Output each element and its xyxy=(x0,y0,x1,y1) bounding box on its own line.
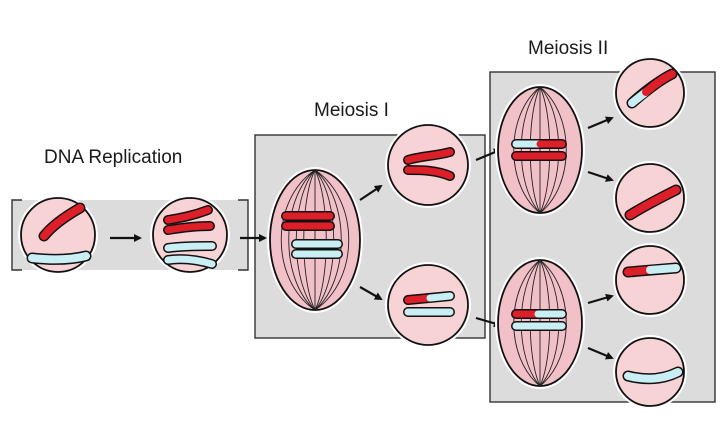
gamete-3 xyxy=(613,243,687,317)
recombinant-sister-chromatids xyxy=(511,139,567,161)
spindle-fibers xyxy=(513,87,567,213)
arrow xyxy=(359,184,383,201)
meiosis2-dividing-cell-top xyxy=(495,84,585,216)
stage-label-meiosis-1: Meiosis I xyxy=(314,100,389,121)
arrow xyxy=(587,170,614,182)
arrow xyxy=(587,293,614,305)
recombinant-sister-chromatids xyxy=(511,309,567,331)
daughter-cell-top xyxy=(385,122,471,208)
stage-label-meiosis-2: Meiosis II xyxy=(528,38,609,59)
gamete-4 xyxy=(613,335,687,409)
meiosis2-dividing-cell-bottom xyxy=(495,257,585,389)
meiosis1-dividing-cell xyxy=(267,167,363,313)
arrow xyxy=(587,116,614,130)
replicated-cell xyxy=(150,195,230,275)
red-sister-chromatids xyxy=(163,205,215,235)
blue-sister-chromatids xyxy=(163,241,217,269)
parent-cell xyxy=(18,195,98,275)
stage-label-dna-replication: DNA Replication xyxy=(44,147,183,168)
arrow xyxy=(587,346,614,360)
recombinant-sister-chromatids xyxy=(403,291,455,317)
gamete-2 xyxy=(613,161,687,235)
red-pair xyxy=(281,211,335,231)
blue-pair xyxy=(291,239,343,259)
gamete-1 xyxy=(613,56,687,130)
daughter-cell-bottom xyxy=(385,262,471,348)
red-sister-chromatids xyxy=(403,147,455,181)
arrow xyxy=(359,286,383,300)
